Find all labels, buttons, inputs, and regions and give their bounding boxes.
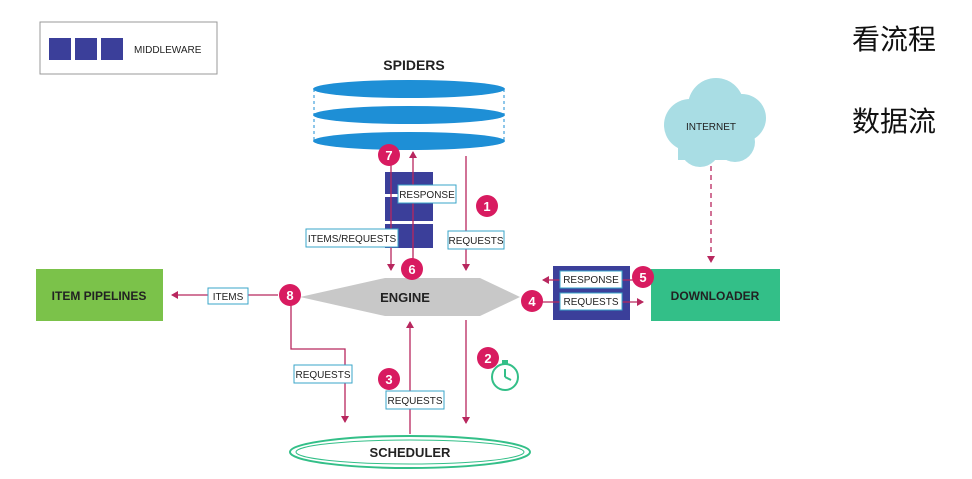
svg-text:3: 3 xyxy=(385,372,392,387)
step-badge-6: 6 xyxy=(401,258,423,280)
clock-icon xyxy=(491,360,519,391)
item-pipelines-node: ITEM PIPELINES xyxy=(36,269,163,321)
spider-disk-2 xyxy=(313,106,505,124)
item-pipelines-label: ITEM PIPELINES xyxy=(52,289,147,303)
arrow-requests-loop xyxy=(290,305,349,423)
downloader-node: DOWNLOADER xyxy=(651,269,780,321)
svg-text:4: 4 xyxy=(528,294,536,309)
step-badge-7: 7 xyxy=(378,144,400,166)
step-badge-1: 1 xyxy=(476,195,498,217)
step-badge-8: 8 xyxy=(279,284,301,306)
middleware-legend-swatch-3 xyxy=(101,38,123,60)
spider-disk-1 xyxy=(313,80,505,98)
spiders-label: SPIDERS xyxy=(383,57,444,73)
step-badge-4: 4 xyxy=(521,290,543,312)
label-requests-to-scheduler: REQUESTS xyxy=(295,370,350,381)
spider-disk-3 xyxy=(313,132,505,150)
step-badge-3: 3 xyxy=(378,368,400,390)
internet-label: INTERNET xyxy=(686,122,736,133)
engine-label: ENGINE xyxy=(380,290,430,305)
svg-text:8: 8 xyxy=(286,288,293,303)
internet-cloud: INTERNET xyxy=(664,78,766,167)
step-badges: 1 2 3 4 5 6 7 8 xyxy=(279,144,654,390)
svg-text:6: 6 xyxy=(408,262,415,277)
label-response-downloader: RESPONSE xyxy=(563,275,619,286)
label-requests-1: REQUESTS xyxy=(448,236,503,247)
middleware-legend-swatch-1 xyxy=(49,38,71,60)
legend-label: MIDDLEWARE xyxy=(134,45,202,56)
legend: MIDDLEWARE xyxy=(39,21,218,75)
side-note-dataflow: 数据流 xyxy=(852,105,937,138)
svg-text:7: 7 xyxy=(385,148,392,163)
svg-text:5: 5 xyxy=(639,270,646,285)
engine-node: ENGINE xyxy=(300,278,520,316)
step-badge-5: 5 xyxy=(632,266,654,288)
step-badge-2: 2 xyxy=(477,347,499,369)
spiders-node: SPIDERS xyxy=(313,57,505,150)
middleware-legend-swatch-2 xyxy=(75,38,97,60)
scheduler-label: SCHEDULER xyxy=(370,445,452,460)
label-items-requests: ITEMS/REQUESTS xyxy=(308,234,397,245)
side-note-flow: 看流程 xyxy=(852,23,937,56)
label-requests-downloader: REQUESTS xyxy=(563,297,618,308)
label-requests-from-scheduler: REQUESTS xyxy=(387,396,442,407)
scheduler-node: SCHEDULER xyxy=(289,435,531,469)
svg-text:2: 2 xyxy=(484,351,491,366)
label-items: ITEMS xyxy=(213,292,244,303)
downloader-label: DOWNLOADER xyxy=(671,289,760,303)
svg-text:1: 1 xyxy=(483,199,490,214)
edge-labels: RESPONSE ITEMS/REQUESTS REQUESTS ITEMS R… xyxy=(207,184,623,410)
label-response-spider: RESPONSE xyxy=(399,190,455,201)
